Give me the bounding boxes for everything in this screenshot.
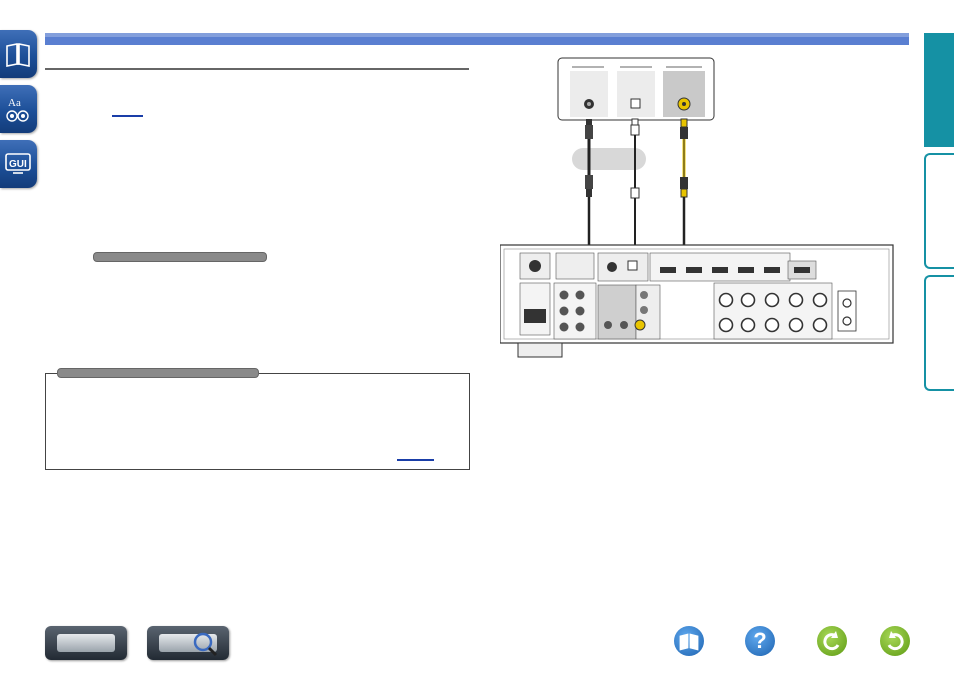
note-page-link[interactable] <box>397 459 434 461</box>
contents-button[interactable] <box>674 626 704 656</box>
gui-tab[interactable]: GUI <box>0 140 37 188</box>
subsection-pill <box>93 252 267 262</box>
external-device-panel <box>557 57 715 121</box>
page-link[interactable] <box>112 115 143 117</box>
forward-icon <box>887 631 904 651</box>
rear-panel-button[interactable] <box>147 626 229 660</box>
tab-basic-version[interactable] <box>924 33 954 147</box>
note-title-pill <box>57 368 259 378</box>
contents-tab[interactable] <box>0 30 37 78</box>
glossary-tab[interactable]: Aa <box>0 85 37 133</box>
forward-button[interactable] <box>880 626 910 656</box>
help-button[interactable]: ? <box>745 626 775 656</box>
rear-panel-zoom-icon <box>159 634 217 652</box>
section-rule <box>45 68 469 70</box>
connection-diagram <box>500 57 894 358</box>
glossary-icon: Aa <box>6 97 29 122</box>
gui-icon-label: GUI <box>9 159 27 170</box>
svg-text:Aa: Aa <box>8 97 21 109</box>
tab-information[interactable] <box>924 275 954 391</box>
tab-advanced-version[interactable] <box>924 153 954 269</box>
book-icon <box>679 633 699 651</box>
note-box <box>45 373 470 470</box>
front-panel-icon <box>57 634 115 652</box>
back-icon <box>823 631 840 651</box>
back-button[interactable] <box>817 626 847 656</box>
book-icon <box>6 43 30 67</box>
header-bar <box>45 33 909 45</box>
help-icon: ? <box>753 628 767 653</box>
optical-out-jack <box>630 98 641 109</box>
gui-icon: GUI <box>5 153 31 174</box>
front-panel-button[interactable] <box>45 626 127 660</box>
zoom-icon <box>193 632 218 657</box>
receiver-rear-panel <box>500 244 894 358</box>
